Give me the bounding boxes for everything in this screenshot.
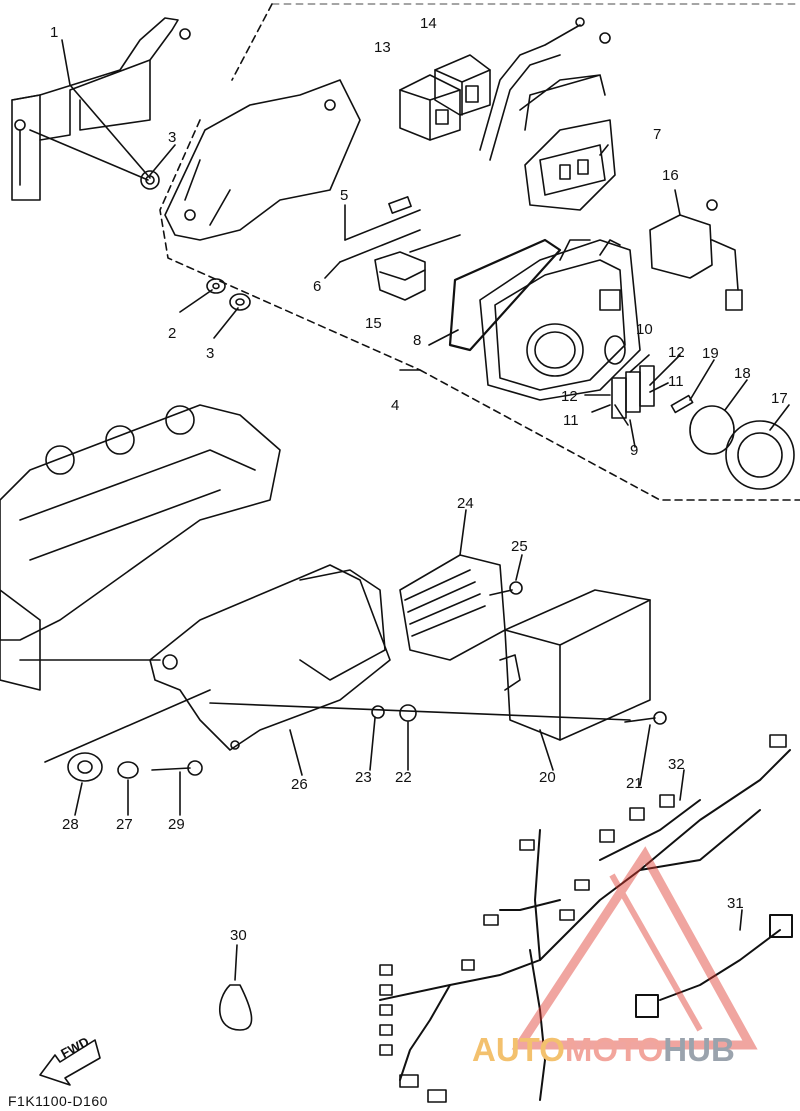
watermark-text: AUTOMOTOHUB — [472, 1031, 735, 1069]
callout-5: 5 — [340, 187, 349, 204]
callout-26: 26 — [291, 776, 308, 793]
grommet-part-22 — [399, 704, 417, 722]
bracket-part-1 — [11, 17, 191, 201]
callout-9: 9 — [630, 442, 639, 459]
callout-30: 30 — [230, 927, 247, 944]
regulator-part-24 — [399, 554, 506, 661]
damper-part-28 — [67, 752, 103, 782]
callout-19: 19 — [702, 345, 719, 362]
callout-4: 4 — [391, 397, 400, 414]
callout-17: 17 — [771, 390, 788, 407]
watermark-text-auto: AUTO — [472, 1031, 565, 1068]
cap-part-17 — [725, 420, 795, 490]
callout-11b: 11 — [563, 412, 579, 429]
callout-15: 15 — [365, 315, 382, 332]
washer-part-2 — [206, 278, 226, 294]
fuse-box-part-7 — [519, 74, 616, 211]
callout-18: 18 — [734, 365, 751, 382]
collar-part-27 — [117, 761, 139, 779]
callout-21: 21 — [626, 775, 643, 792]
callout-7: 7 — [653, 126, 662, 143]
callout-29: 29 — [168, 816, 185, 833]
bracket-part-26 — [19, 564, 391, 763]
engine-block — [0, 404, 281, 691]
callout-8: 8 — [413, 332, 422, 349]
cable-tie-part-30 — [218, 984, 253, 1031]
callout-1: 1 — [50, 24, 59, 41]
callout-13: 13 — [374, 39, 391, 56]
cdi-unit-part-20 — [499, 589, 651, 741]
bolt-part-29 — [151, 767, 191, 771]
callout-3b: 3 — [206, 345, 215, 362]
harness-connectors — [379, 734, 787, 1103]
fwd-arrow-icon — [39, 1039, 101, 1086]
callout-6: 6 — [313, 278, 322, 295]
group-boundary-dashed — [159, 3, 800, 501]
callout-14: 14 — [420, 15, 437, 32]
callout-12b: 12 — [561, 388, 578, 405]
nut-part-3-upper — [140, 170, 160, 190]
callout-12a: 12 — [668, 344, 685, 361]
callout-27: 27 — [116, 816, 133, 833]
callout-24: 24 — [457, 495, 474, 512]
callout-2: 2 — [168, 325, 177, 342]
callout-25: 25 — [511, 538, 528, 555]
housing-part-4 — [479, 239, 641, 401]
connector-part-15 — [374, 234, 461, 301]
bolt-part-21 — [624, 717, 656, 723]
callout-3a: 3 — [168, 129, 177, 146]
callout-20: 20 — [539, 769, 556, 786]
wire-harness-part-31 — [635, 914, 793, 1018]
watermark-text-moto: MOTO — [564, 1031, 664, 1068]
gasket-part-8 — [448, 238, 562, 352]
clip-part-19 — [670, 394, 694, 414]
nut-part-3-lower — [229, 293, 251, 311]
relay-part-14 — [434, 54, 491, 116]
callout-11a: 11 — [668, 373, 684, 390]
relay-part-13 — [399, 74, 461, 141]
rectifier-part-16 — [649, 199, 743, 311]
callout-10: 10 — [636, 321, 653, 338]
o-ring-part-18 — [689, 405, 735, 455]
callout-31: 31 — [727, 895, 744, 912]
watermark-logo-icon — [511, 846, 758, 1050]
screw-part-5 — [344, 209, 421, 241]
watermark-text-hub: HUB — [663, 1031, 735, 1068]
callout-22: 22 — [395, 769, 412, 786]
callout-23: 23 — [355, 769, 372, 786]
screw-part-6 — [339, 229, 421, 263]
terminal-block-group — [584, 365, 655, 419]
cover-plate — [164, 79, 361, 241]
drawing-code: F1K1100-D160 — [8, 1093, 108, 1109]
bolt-part-25 — [509, 581, 523, 595]
callout-16: 16 — [662, 167, 679, 184]
wire-harness-part-32 — [379, 749, 791, 1101]
collar-part-23 — [371, 705, 385, 719]
callout-28: 28 — [62, 816, 79, 833]
callout-32: 32 — [668, 756, 685, 773]
